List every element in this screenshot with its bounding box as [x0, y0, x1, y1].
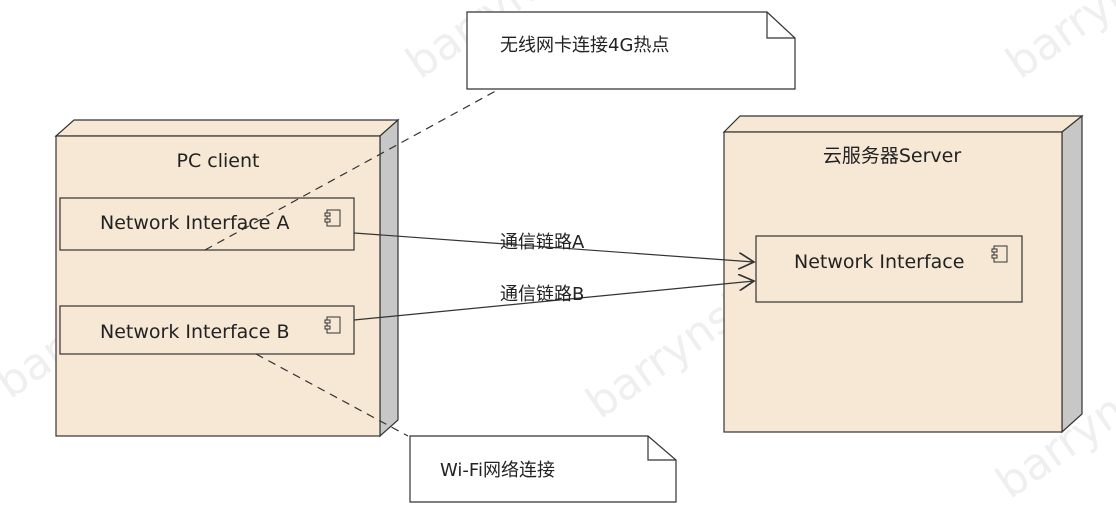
link-b[interactable]: 通信链路B — [353, 281, 754, 321]
link-b-line — [353, 281, 754, 321]
client-node-body — [55, 135, 381, 437]
note-wireless-text: 无线网卡连接4G热点 — [500, 35, 669, 56]
watermark-text: barrynshang — [997, 0, 1116, 89]
note-wireless[interactable]: 无线网卡连接4G热点 — [204, 11, 796, 251]
component-box — [755, 235, 1023, 303]
component-label: Network Interface A — [100, 212, 289, 234]
note-wifi-box — [409, 435, 677, 503]
component-label: Network Interface B — [100, 321, 290, 343]
component-label: Network Interface — [794, 251, 964, 273]
client-node-side — [379, 118, 399, 438]
client-node[interactable]: PC client — [54, 118, 400, 438]
component-interface-b[interactable]: Network Interface B — [59, 305, 355, 355]
link-a[interactable]: 通信链路A — [353, 232, 754, 262]
link-a-label: 通信链路A — [500, 232, 585, 253]
server-node-title: 云服务器Server — [823, 145, 961, 167]
note-wireless-box — [466, 11, 796, 90]
note-wifi[interactable]: Wi-Fi网络连接 — [255, 353, 677, 503]
note-wifi-connector — [255, 353, 409, 437]
component-icon — [991, 245, 1008, 263]
component-box — [59, 197, 355, 251]
component-icon — [324, 316, 341, 334]
link-a-line — [353, 232, 754, 262]
note-wifi-fold — [647, 436, 676, 461]
client-node-top — [54, 119, 400, 137]
server-node-side — [1061, 114, 1083, 434]
component-box — [59, 305, 355, 355]
client-node-title: PC client — [177, 150, 260, 172]
server-node-top — [722, 115, 1084, 133]
note-wifi-text: Wi-Fi网络连接 — [440, 460, 555, 481]
link-b-label: 通信链路B — [500, 284, 584, 305]
component-interface-a[interactable]: Network Interface A — [59, 197, 355, 251]
note-wireless-fold — [766, 12, 795, 39]
component-server-interface[interactable]: Network Interface — [755, 235, 1023, 303]
component-icon — [324, 209, 341, 227]
